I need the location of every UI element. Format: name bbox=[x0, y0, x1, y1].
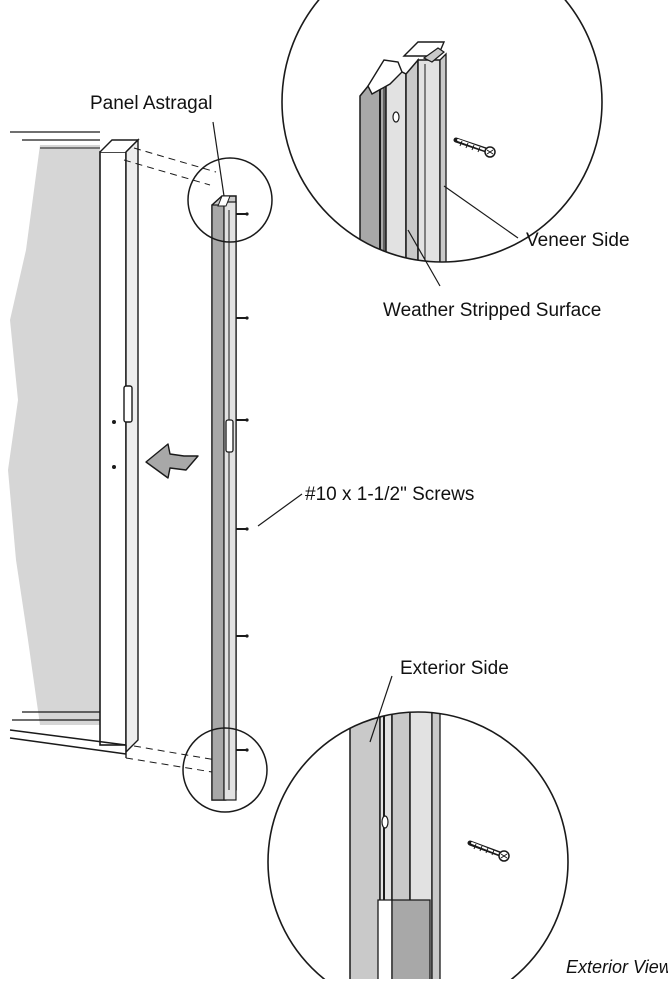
callout-circle-top bbox=[187, 157, 273, 243]
label-weather-stripped-surface: Weather Stripped Surface bbox=[383, 300, 601, 321]
label-veneer-side: Veneer Side bbox=[526, 230, 630, 251]
screws bbox=[235, 211, 250, 753]
label-exterior-view: Exterior View bbox=[566, 957, 668, 977]
door-panel bbox=[8, 131, 140, 758]
door-stile bbox=[99, 151, 127, 746]
door-glass bbox=[8, 145, 100, 725]
screw-icon bbox=[453, 137, 496, 158]
detail-top bbox=[281, 0, 603, 263]
label-screws: #10 x 1-1/2" Screws bbox=[305, 484, 474, 505]
curved-arrow-icon bbox=[145, 443, 199, 479]
callout-circle-bottom bbox=[182, 727, 268, 813]
screw-icon bbox=[467, 840, 510, 862]
label-panel-astragal: Panel Astragal bbox=[90, 93, 213, 114]
detail-bottom bbox=[267, 711, 569, 984]
leader-lines bbox=[212, 121, 519, 743]
panel-astragal bbox=[211, 195, 237, 801]
label-exterior-side: Exterior Side bbox=[400, 658, 509, 679]
